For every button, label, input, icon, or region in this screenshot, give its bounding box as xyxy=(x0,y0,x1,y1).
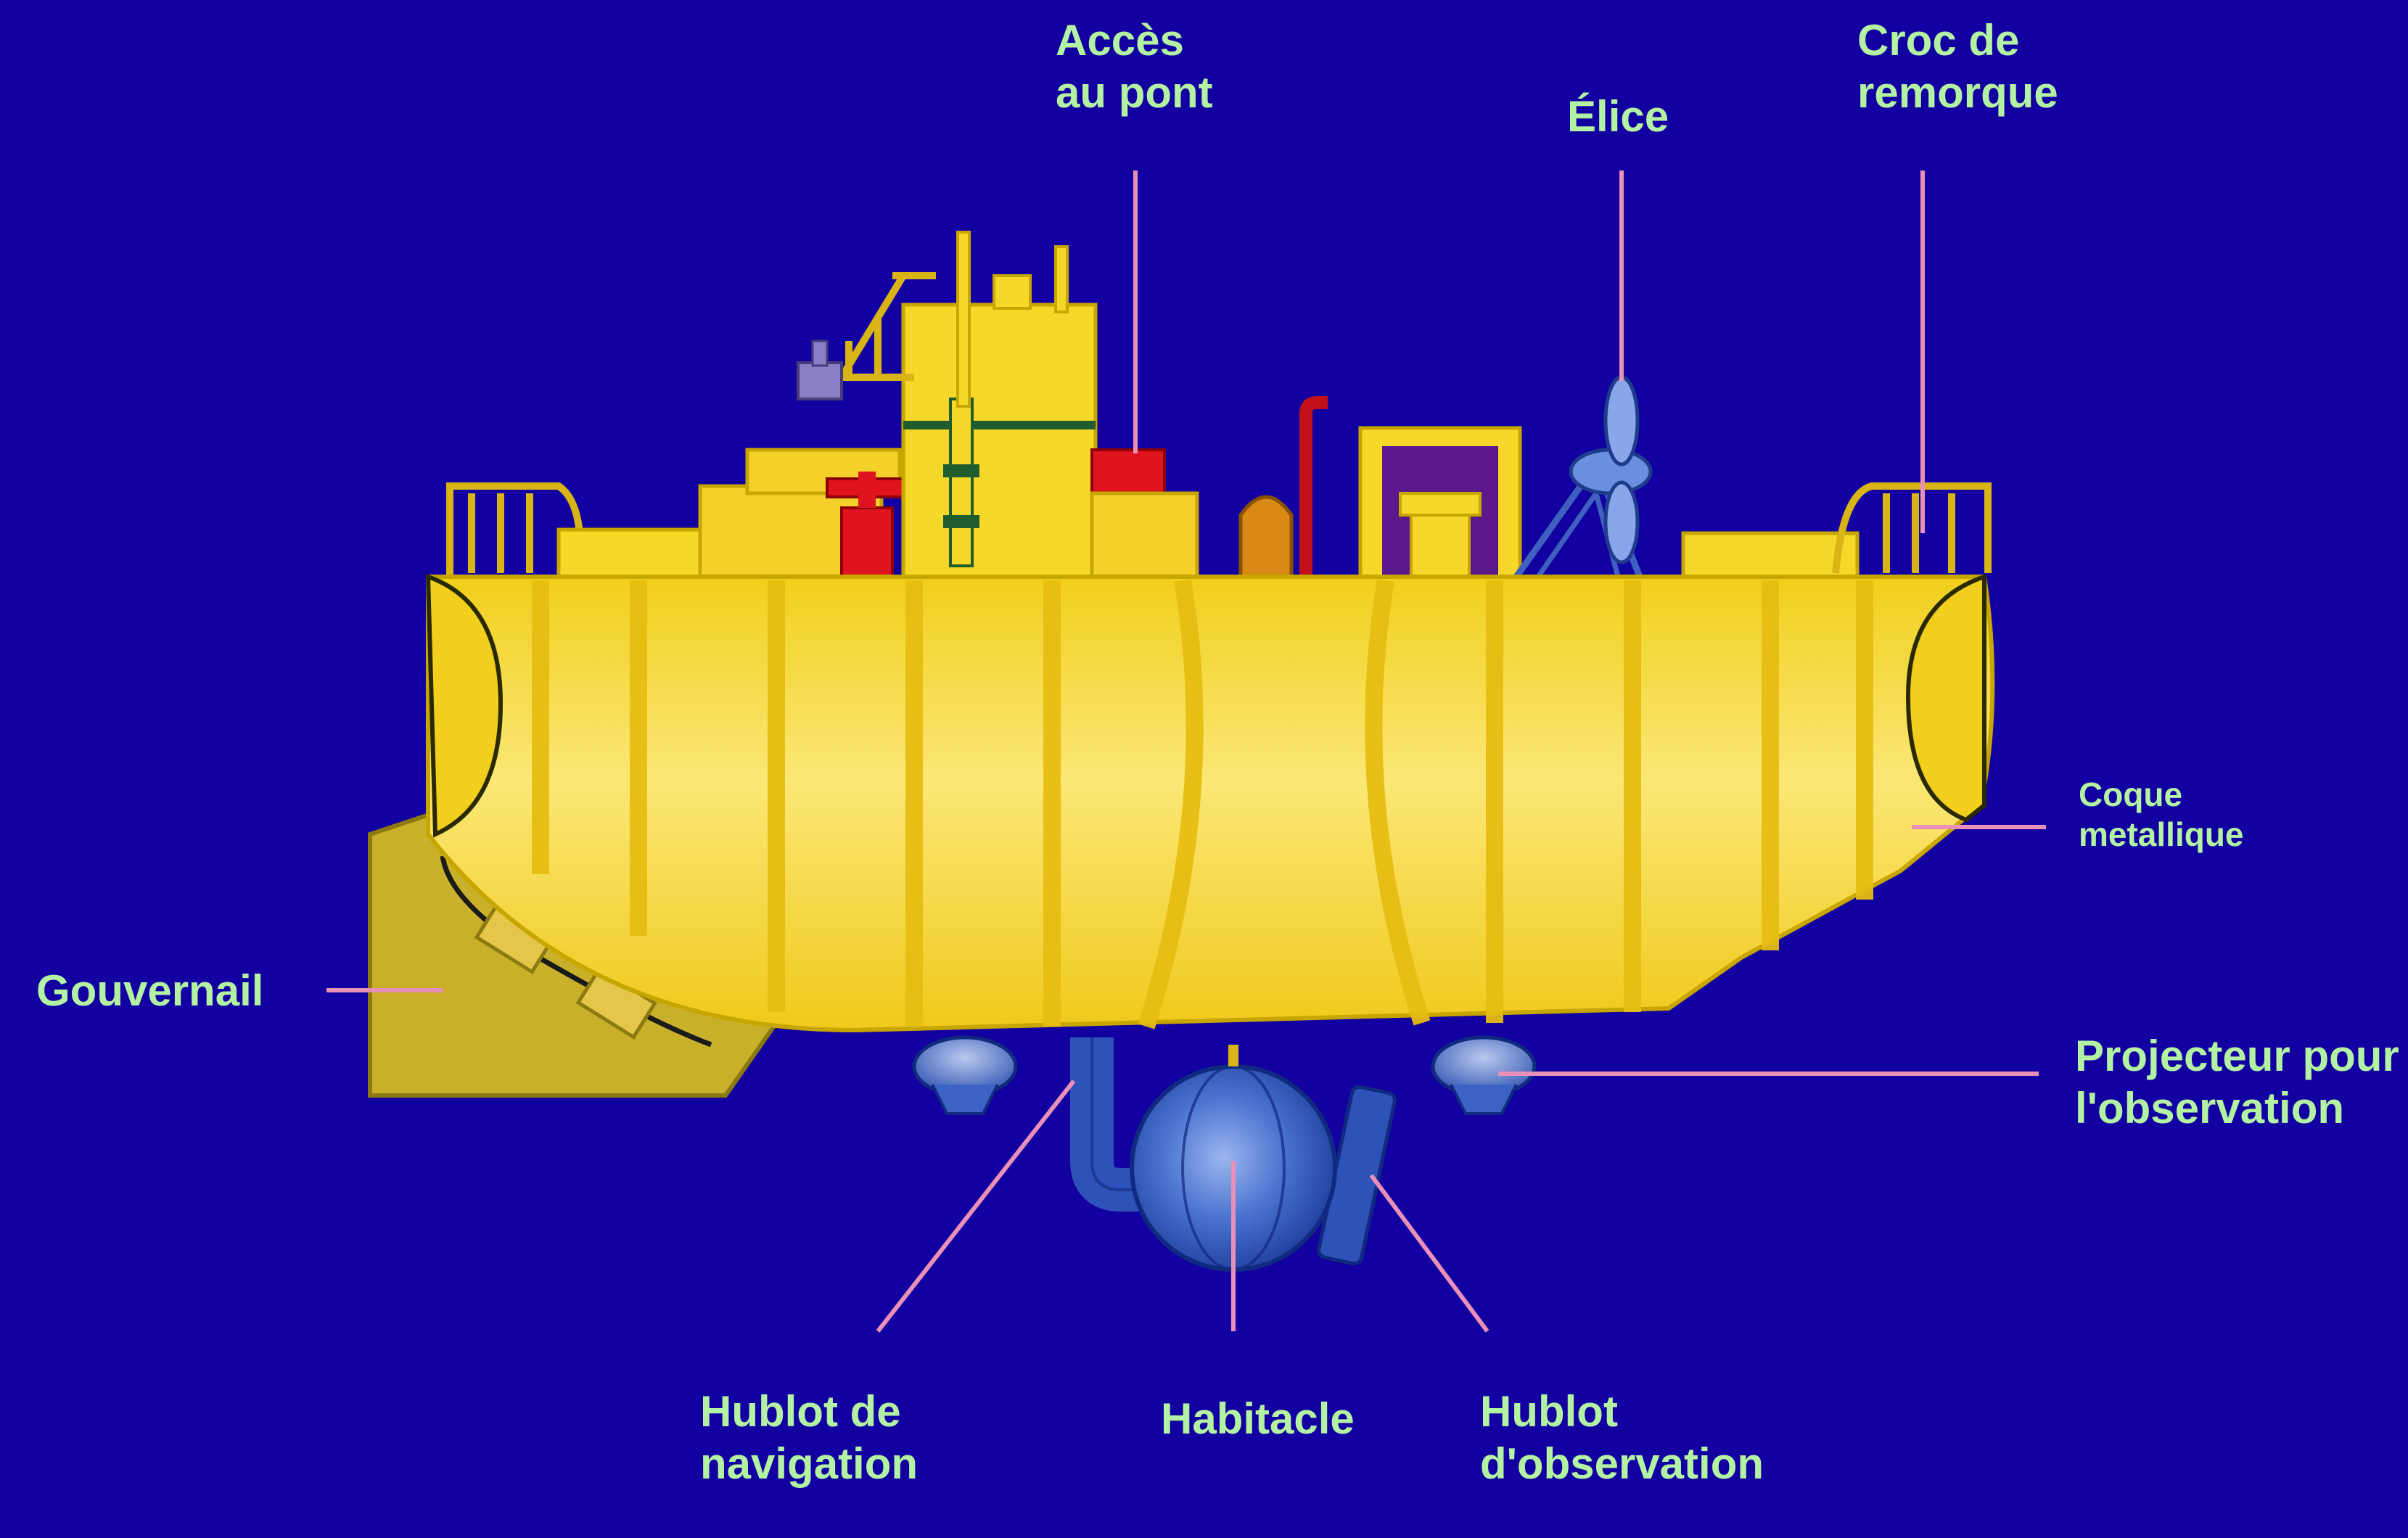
label-hublot-navigation: Hublot de navigation xyxy=(700,1386,918,1490)
leader-hublot-nav xyxy=(878,1081,1074,1331)
label-hublot-observation: Hublot d'observation xyxy=(1480,1386,1764,1490)
label-projecteur: Projecteur pour l'observation xyxy=(2075,1030,2399,1135)
label-coque: Coque metallique xyxy=(2079,775,2244,855)
leader-hublot-obs xyxy=(1371,1175,1487,1331)
projector-left xyxy=(914,1037,1016,1114)
label-gouvernail: Gouvernail xyxy=(36,965,263,1017)
label-elice: Élice xyxy=(1567,91,1669,143)
hull xyxy=(428,577,1992,1030)
label-habitacle: Habitacle xyxy=(1161,1393,1355,1445)
deck-superstructure xyxy=(450,232,1988,580)
label-acces: Accès au pont xyxy=(1056,15,1213,119)
habitacle-assembly xyxy=(914,1037,1534,1270)
label-croc: Croc de remorque xyxy=(1857,15,2058,119)
propeller xyxy=(1516,377,1651,577)
